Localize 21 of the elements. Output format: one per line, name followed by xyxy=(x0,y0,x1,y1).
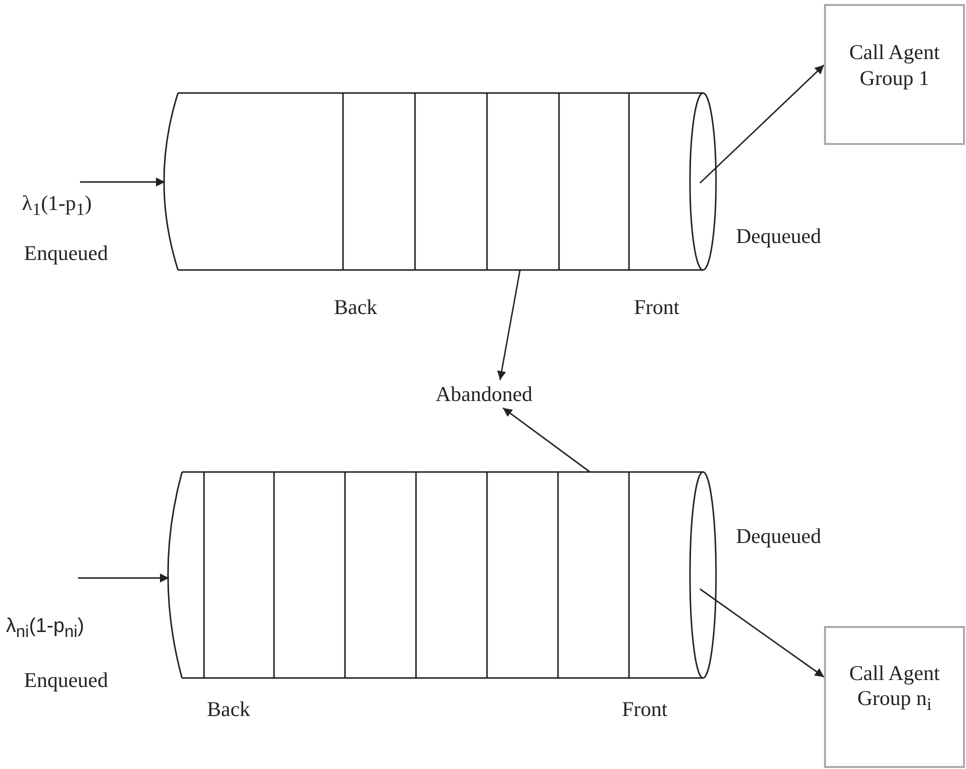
arrow xyxy=(497,270,521,380)
rate-label: λ$_{1}$(1-p$_{1}$) xyxy=(22,191,92,220)
agent-group-label: Call Agent Group 1 xyxy=(848,40,941,91)
arrow xyxy=(78,574,169,582)
outcome-label: Abandoned xyxy=(436,382,532,406)
arrow xyxy=(700,64,824,184)
arrow xyxy=(502,407,590,473)
back-label: Back xyxy=(207,697,250,722)
arrow xyxy=(80,178,165,186)
enqueued-label: Enqueued xyxy=(24,241,108,266)
agent-group-box xyxy=(824,4,965,145)
agent-group-label: Call Agent Group n$_{i}$ xyxy=(848,660,941,716)
dequeued-label: Dequeued xyxy=(736,224,822,250)
enqueued-label: Enqueued xyxy=(24,668,108,694)
dequeued-label: Dequeued xyxy=(736,524,822,550)
front-label: Front xyxy=(634,295,680,320)
front-label: Front xyxy=(622,697,668,722)
back-label: Back xyxy=(334,295,378,320)
rate-label: λ$_{ni}$(1-p$_{ni}$) xyxy=(6,614,84,642)
arrow xyxy=(700,588,824,678)
agent-group-box xyxy=(824,626,965,768)
